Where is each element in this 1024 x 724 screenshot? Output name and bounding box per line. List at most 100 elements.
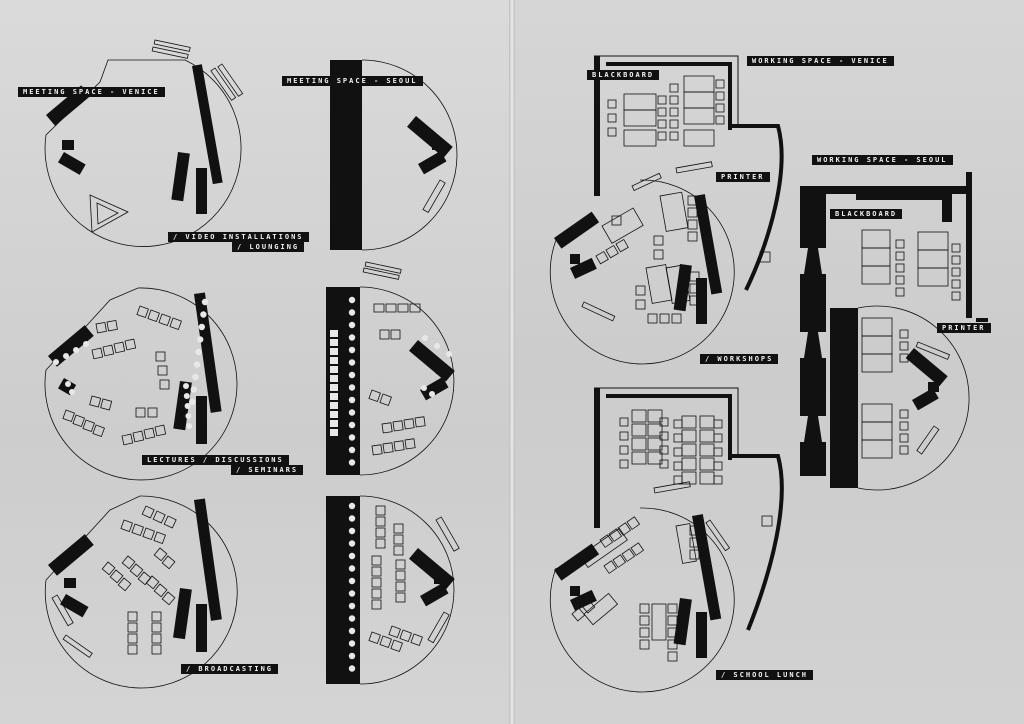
- chair: [124, 338, 137, 351]
- chair: [635, 285, 646, 296]
- label-lounging: / LOUNGING: [232, 242, 305, 252]
- light-dot: [422, 335, 428, 341]
- chair: [619, 417, 629, 427]
- chair: [895, 239, 905, 249]
- plan-venice-workshops: [549, 55, 784, 365]
- chair: [379, 635, 392, 649]
- chair: [673, 419, 683, 429]
- table: [631, 409, 647, 423]
- chair: [715, 103, 725, 113]
- plan-venice-lectures: [44, 287, 238, 481]
- chair: [895, 287, 905, 297]
- chair: [414, 416, 426, 428]
- light-dot: [348, 384, 356, 391]
- chair: [155, 351, 166, 362]
- chair: [669, 119, 679, 129]
- light-dot: [348, 590, 356, 597]
- chair: [951, 267, 961, 277]
- label-broadcasting: / BROADCASTING: [181, 664, 279, 674]
- light-panel: [330, 330, 338, 337]
- light-dot: [192, 373, 199, 381]
- plan-outline: [857, 305, 970, 491]
- light-dot: [348, 434, 356, 441]
- light-panel: [330, 429, 338, 436]
- chair: [390, 329, 401, 340]
- light-panel: [330, 402, 338, 409]
- label-working-space-seoul: WORKING SPACE - SEOUL: [812, 155, 953, 165]
- chair: [153, 583, 168, 598]
- light-panel: [330, 375, 338, 382]
- chair: [72, 414, 85, 428]
- light-dot: [348, 309, 356, 316]
- chair: [131, 523, 144, 537]
- table: [861, 229, 891, 249]
- chair: [659, 459, 669, 469]
- table: [647, 423, 663, 437]
- table: [861, 353, 893, 373]
- chair: [687, 231, 698, 242]
- chair: [621, 548, 636, 562]
- chair: [410, 633, 423, 647]
- chair: [899, 409, 909, 419]
- table: [681, 429, 697, 443]
- chair: [371, 444, 383, 456]
- chair: [673, 461, 683, 471]
- table: [699, 443, 715, 457]
- chair: [667, 615, 678, 626]
- chair: [951, 291, 961, 301]
- chair: [669, 83, 679, 93]
- light-dot: [348, 446, 356, 454]
- chair: [951, 243, 961, 253]
- table: [645, 264, 673, 304]
- chair: [129, 563, 144, 578]
- chair: [113, 341, 126, 354]
- chair: [368, 631, 381, 645]
- chair: [713, 447, 723, 457]
- chair: [151, 611, 162, 622]
- chair: [127, 644, 138, 655]
- chair: [619, 445, 629, 455]
- chair: [137, 571, 152, 586]
- chair: [147, 309, 160, 323]
- plan-seoul-broadcasting: [326, 495, 460, 685]
- table: [675, 523, 697, 564]
- light-dot: [53, 359, 59, 365]
- table: [683, 91, 715, 109]
- table: [699, 471, 715, 485]
- light-dot: [348, 334, 356, 341]
- chair: [659, 445, 669, 455]
- chair: [82, 419, 95, 433]
- chair: [667, 651, 678, 662]
- chair: [62, 409, 75, 423]
- chair: [397, 303, 409, 313]
- light-dot: [183, 383, 189, 389]
- light-panel: [330, 420, 338, 427]
- chair: [659, 431, 669, 441]
- light-dot: [195, 348, 202, 356]
- chair: [169, 317, 182, 331]
- label-school-lunch: / SCHOOL LUNCH: [716, 670, 814, 680]
- chair: [607, 127, 617, 137]
- table: [683, 75, 715, 93]
- light-dot: [83, 341, 89, 347]
- chair: [127, 611, 138, 622]
- table: [647, 451, 663, 465]
- chair: [615, 238, 629, 253]
- chair: [895, 251, 905, 261]
- light-dot: [348, 371, 356, 379]
- chair: [895, 263, 905, 273]
- table: [681, 443, 697, 457]
- chair: [375, 505, 386, 516]
- table: [861, 403, 893, 423]
- chair: [141, 505, 155, 519]
- light-dot: [184, 403, 191, 409]
- chair: [607, 113, 617, 123]
- light-panel: [330, 357, 338, 364]
- light-dot: [348, 602, 356, 610]
- chair: [92, 424, 105, 438]
- chair: [899, 433, 909, 443]
- label-printer-venice: PRINTER: [716, 172, 770, 182]
- chair: [715, 79, 725, 89]
- chair: [147, 407, 158, 418]
- chair: [639, 615, 650, 626]
